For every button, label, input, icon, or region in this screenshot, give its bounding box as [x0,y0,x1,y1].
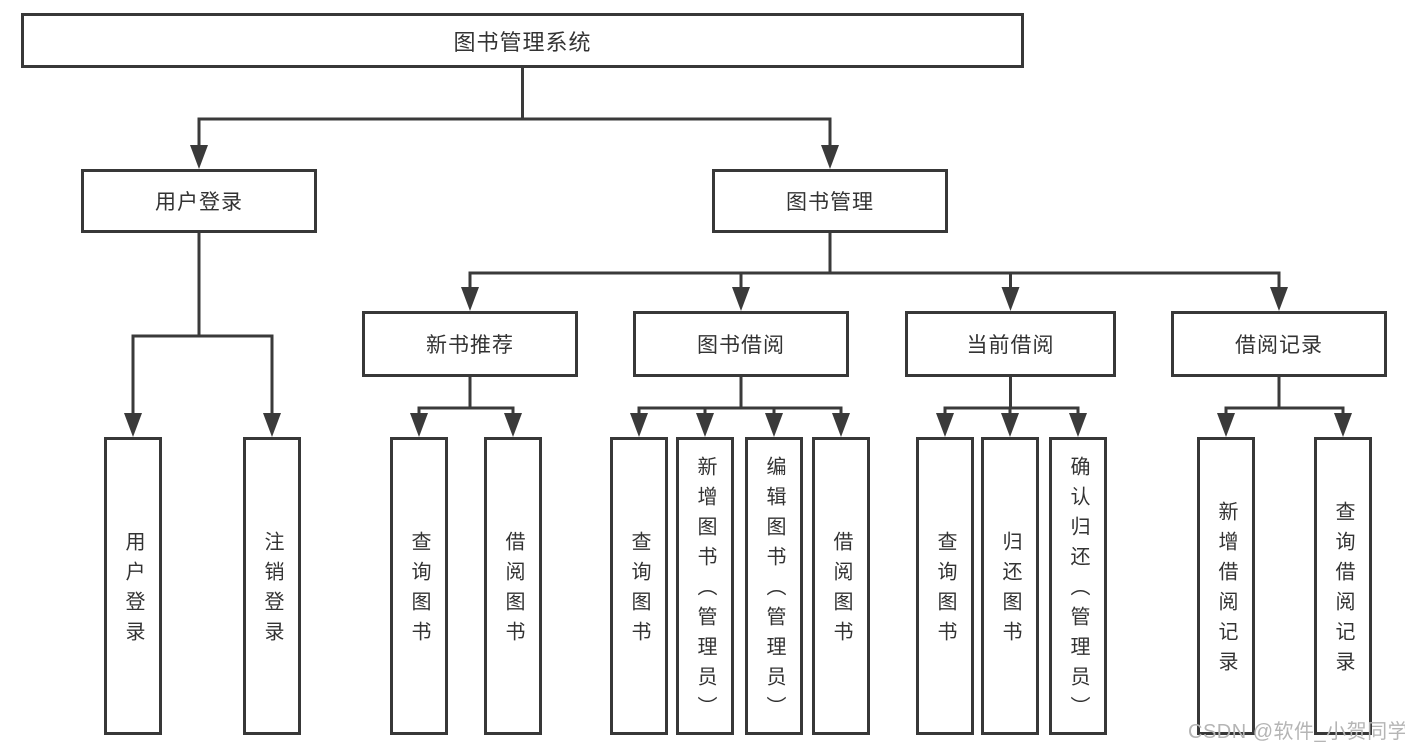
node-book-management-label: 图书管理 [786,191,874,214]
leaf-borrow-books-recommend: 借阅图书 [484,437,542,735]
node-borrow-records-label: 借阅记录 [1235,334,1323,357]
leaf-query-books-recommend: 查询图书 [390,437,448,735]
leaf-user-login-label: 用户登录 [122,531,144,651]
leaf-logout: 注销登录 [243,437,301,735]
leaf-add-book-admin-label: 新增图书（管理员） [694,456,716,726]
leaf-return-book: 归还图书 [981,437,1039,735]
leaf-add-book-admin: 新增图书（管理员） [676,437,734,735]
connector-book-mgmt-to-level3 [461,233,1288,311]
connector-root-to-level2 [190,68,839,169]
leaf-query-books-current: 查询图书 [916,437,974,735]
node-book-borrow-label: 图书借阅 [697,334,785,357]
connector-level3-to-leaves [410,377,1352,437]
leaf-confirm-return-admin-label: 确认归还（管理员） [1067,456,1089,726]
leaf-query-borrow-record: 查询借阅记录 [1314,437,1372,735]
leaf-borrow-books-borrow-label: 借阅图书 [830,531,852,651]
node-book-borrow: 图书借阅 [633,311,849,377]
node-root-library-system: 图书管理系统 [21,13,1024,68]
node-new-book-recommend: 新书推荐 [362,311,578,377]
leaf-query-borrow-record-label: 查询借阅记录 [1332,501,1354,681]
node-current-borrow-label: 当前借阅 [966,334,1055,357]
node-current-borrow: 当前借阅 [905,311,1116,377]
leaf-query-books-current-label: 查询图书 [934,531,956,651]
leaf-query-books-borrow-label: 查询图书 [628,531,650,651]
node-borrow-records: 借阅记录 [1171,311,1387,377]
leaf-borrow-books-borrow: 借阅图书 [812,437,870,735]
node-user-login-label: 用户登录 [155,191,243,214]
leaf-user-login: 用户登录 [104,437,162,735]
node-book-management: 图书管理 [712,169,948,233]
leaf-query-books-recommend-label: 查询图书 [408,531,430,651]
leaf-confirm-return-admin: 确认归还（管理员） [1049,437,1107,735]
node-user-login: 用户登录 [81,169,317,233]
leaf-query-books-borrow: 查询图书 [610,437,668,735]
node-root-label: 图书管理系统 [453,29,592,55]
leaf-return-book-label: 归还图书 [999,531,1021,651]
leaf-edit-book-admin-label: 编辑图书（管理员） [763,456,785,726]
leaf-edit-book-admin: 编辑图书（管理员） [745,437,803,735]
leaf-borrow-books-recommend-label: 借阅图书 [502,531,524,651]
connector-user-login-to-leaves [124,233,281,437]
node-new-book-recommend-label: 新书推荐 [426,334,514,357]
csdn-watermark: CSDN @软件_小贺同学 [1188,721,1405,743]
leaf-add-borrow-record-label: 新增借阅记录 [1215,501,1237,681]
leaf-logout-label: 注销登录 [261,531,283,651]
leaf-add-borrow-record: 新增借阅记录 [1197,437,1255,735]
